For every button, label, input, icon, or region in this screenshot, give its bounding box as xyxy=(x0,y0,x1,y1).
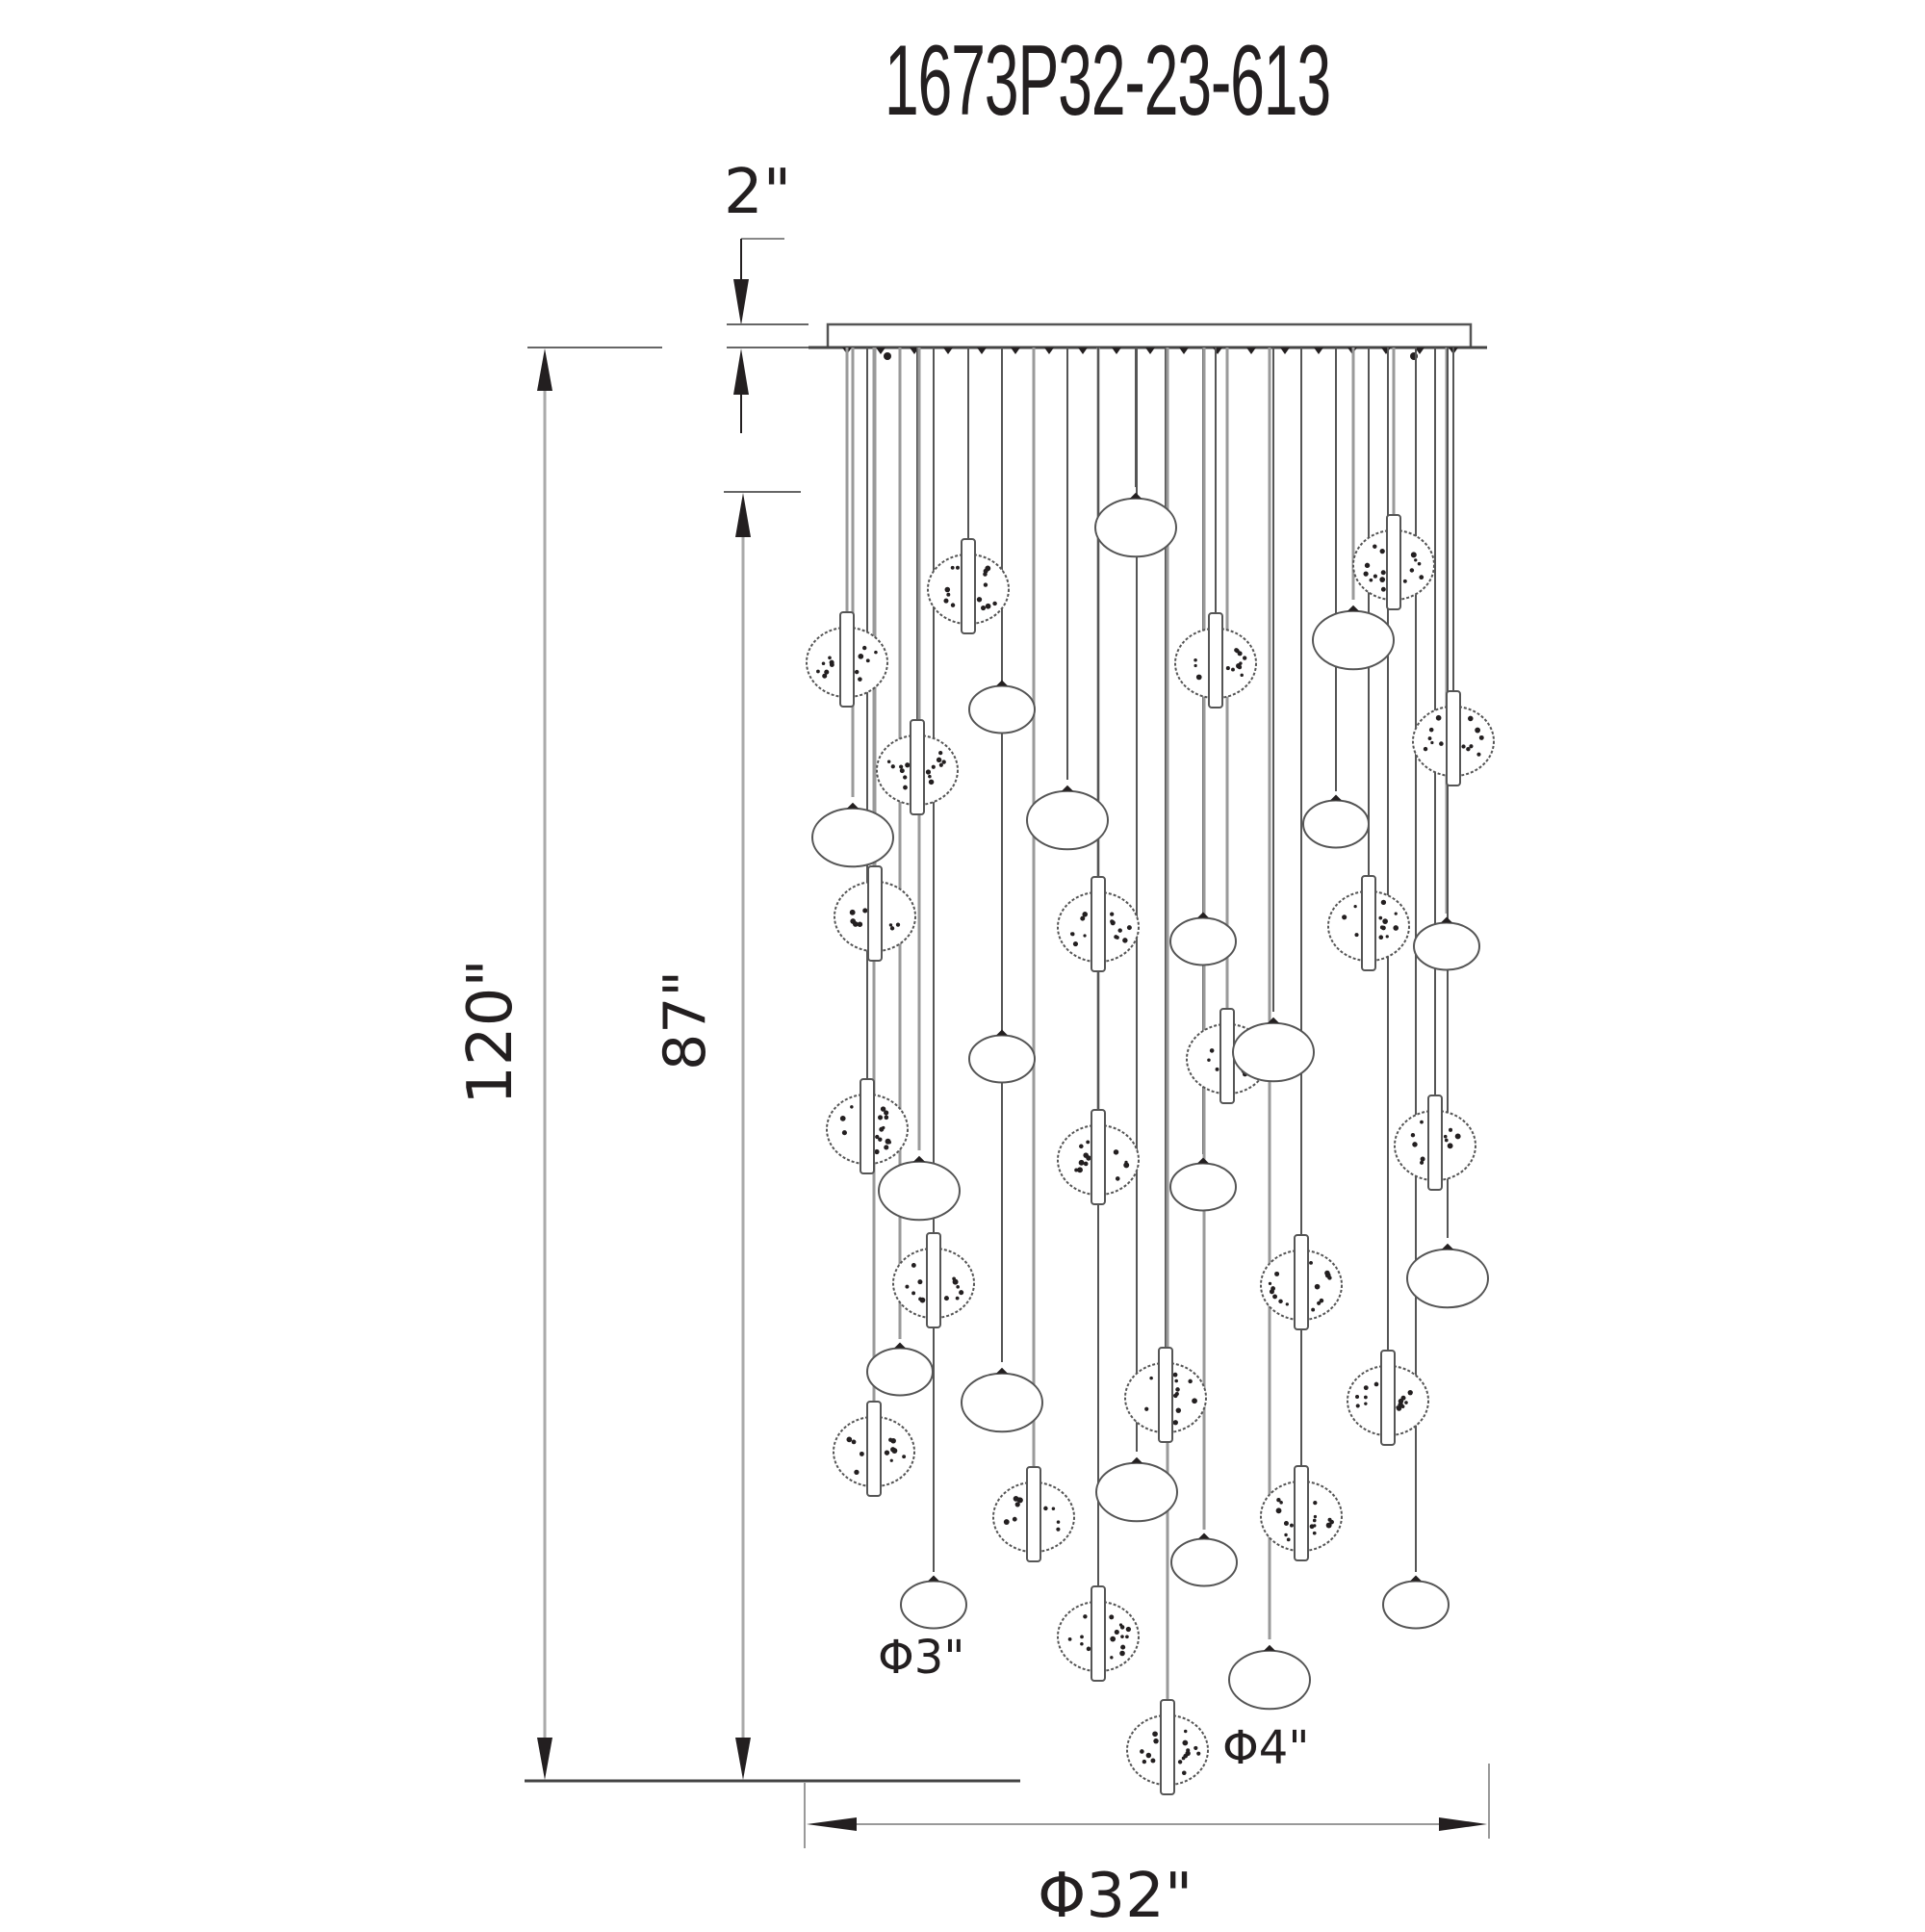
textured-glass-pendant xyxy=(1260,1234,1343,1330)
textured-glass-pendant xyxy=(1057,1585,1140,1682)
textured-glass-pendant xyxy=(833,1401,915,1497)
model-number: 1673P32-23-613 xyxy=(884,24,1330,137)
clear-glass-pendant xyxy=(968,680,1036,734)
textured-glass-pendant xyxy=(1347,1350,1429,1446)
model-number-title: 1673P32-23-613 xyxy=(884,23,1330,139)
clear-glass-pendant xyxy=(1026,785,1109,851)
arrow-up-icon xyxy=(537,348,552,391)
textured-glass-pendant xyxy=(892,1232,975,1328)
textured-glass-pendant xyxy=(1174,612,1257,708)
clear-glass-pendant xyxy=(1302,794,1370,849)
clear-glass-pendant xyxy=(1382,1575,1450,1630)
textured-glass-pendant xyxy=(1057,1109,1140,1205)
arrow-down-icon xyxy=(735,1738,751,1780)
textured-glass-pendant xyxy=(834,865,916,962)
clear-glass-pendant xyxy=(968,1029,1036,1084)
textured-glass-pendant xyxy=(927,538,1010,634)
textured-glass-pendant xyxy=(1260,1465,1343,1561)
clear-glass-pendant xyxy=(1169,912,1237,966)
arrow-down-icon xyxy=(537,1738,552,1780)
textured-glass-pendant xyxy=(1057,876,1140,972)
clear-glass-pendant xyxy=(1232,1017,1315,1083)
arrow-up-icon xyxy=(735,493,751,537)
clear-glass-pendant xyxy=(866,1342,934,1397)
textured-glass-pendant xyxy=(1412,690,1495,786)
textured-glass-pendant xyxy=(1126,1699,1209,1795)
clear-glass-pendant xyxy=(961,1367,1043,1433)
overall-height-label: 120" xyxy=(455,959,526,1105)
textured-glass-pendant xyxy=(1352,514,1435,610)
pendant-lights xyxy=(806,492,1495,1795)
arrow-up-icon xyxy=(733,348,749,395)
clear-glass-pendant xyxy=(811,802,894,868)
clear-glass-pendant xyxy=(878,1155,961,1222)
canopy-height-label: 2" xyxy=(724,157,792,228)
arrow-down-icon xyxy=(733,279,749,325)
clear-glass-pendant xyxy=(1406,1243,1489,1309)
cable-length-label: 87" xyxy=(652,970,719,1070)
clear-glass-pendant xyxy=(900,1575,967,1630)
clear-glass-pendant xyxy=(1095,1456,1178,1523)
canopy xyxy=(808,322,1487,360)
clear-glass-pendant xyxy=(1094,492,1177,558)
arrow-right-icon xyxy=(1439,1817,1487,1831)
clear-glass-pendant xyxy=(1312,605,1395,671)
dimension-lines xyxy=(525,238,1490,1848)
textured-glass-pendant xyxy=(992,1466,1075,1562)
textured-glass-pendant xyxy=(806,611,888,708)
arrow-left-icon xyxy=(807,1817,857,1831)
clear-glass-pendant xyxy=(1170,1533,1238,1587)
clear-glass-pendant xyxy=(1413,916,1480,971)
textured-glass-pendant xyxy=(826,1078,909,1174)
textured-glass-pendant xyxy=(876,719,959,815)
textured-glass-pendant xyxy=(1394,1095,1476,1191)
textured-glass-pendant xyxy=(1124,1347,1207,1443)
clear-glass-pendant xyxy=(1228,1644,1311,1711)
large-shade-diameter-label: Φ4" xyxy=(1222,1721,1310,1775)
textured-glass-pendant xyxy=(1327,875,1410,971)
small-shade-diameter-label: Φ3" xyxy=(878,1631,965,1685)
overall-diameter-label: Φ32" xyxy=(1038,1861,1194,1932)
clear-glass-pendant xyxy=(1169,1157,1237,1212)
